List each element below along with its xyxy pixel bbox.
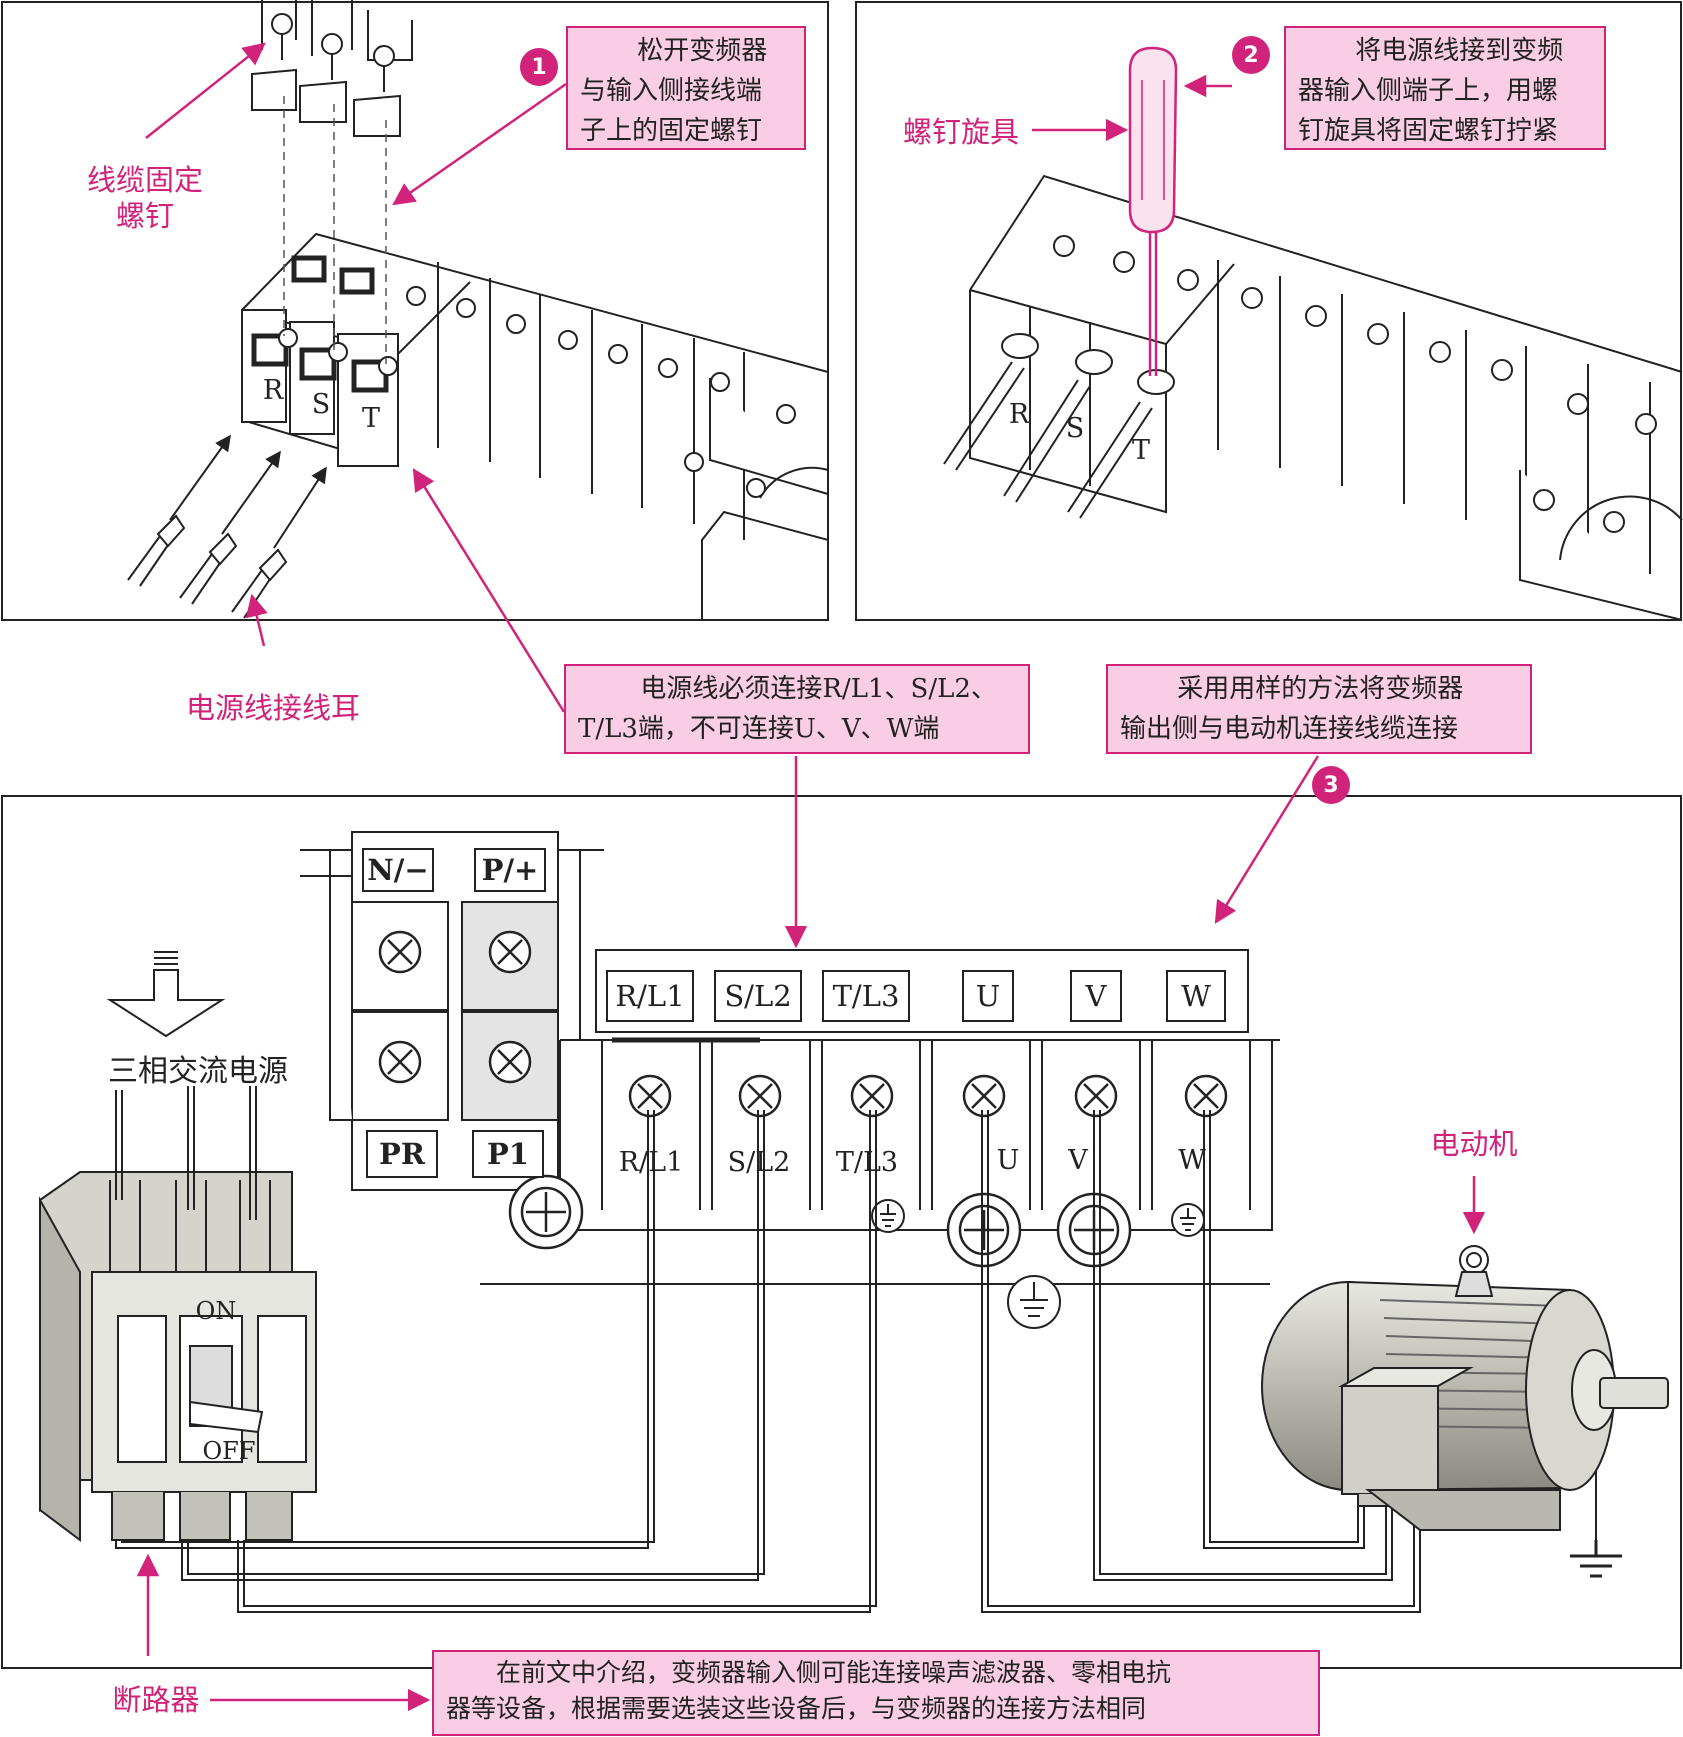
earth-ground-symbol: [1570, 1540, 1622, 1578]
breaker-label: 断路器: [112, 1683, 200, 1717]
motor-label: 电动机: [1430, 1127, 1518, 1161]
upper-label-sl2: S/L2: [714, 970, 802, 1022]
motor-drawing: [1261, 1245, 1669, 1531]
panel1-screw-heads: [278, 286, 796, 498]
step1-badge: 1: [520, 48, 558, 86]
lower-label-sl2: S/L2: [727, 1147, 791, 1178]
step3-badge: 3: [1312, 766, 1350, 804]
step3-note: 采用用样的方法将变频器 输出侧与电动机连接线缆连接: [1106, 664, 1532, 754]
screwdriver-drawing: [1128, 46, 1178, 376]
arrow-input-terminals: [412, 468, 566, 713]
arrow-cable-screw: [145, 42, 266, 139]
screwdriver-label: 螺钉旋具: [902, 115, 1019, 149]
dc-label-n: N/−: [362, 848, 434, 892]
cable-screw-label: 线缆固定 螺钉: [86, 163, 203, 233]
lower-label-v: V: [1068, 1145, 1088, 1176]
panel1-letter-s: S: [311, 389, 331, 420]
annotation-arrows: [136, 42, 1486, 1712]
input-terminal-note: 电源线必须连接R/L1、S/L2、 T/L3端，不可连接U、V、W端: [564, 664, 1030, 754]
lower-label-w: W: [1178, 1145, 1206, 1176]
panel1-dashed-guides: [283, 96, 387, 364]
step2-note: 将电源线接到变频 器输入侧端子上，用螺 钉旋具将固定螺钉拧紧: [1284, 26, 1606, 150]
upper-label-u: U: [962, 970, 1014, 1022]
ac-source-label: 三相交流电源: [108, 1054, 288, 1089]
upper-label-w: W: [1166, 970, 1226, 1022]
circuit-breaker-drawing: [39, 1171, 317, 1542]
panel2-letter-s: S: [1065, 413, 1085, 444]
step1-note: 松开变频器 与输入侧接线端 子上的固定螺钉: [566, 26, 806, 150]
upper-label-tl3: T/L3: [822, 970, 910, 1022]
panel1-letter-r: R: [262, 375, 284, 406]
dc-terminal-screws: [378, 930, 532, 1084]
panel1-terminal-block: [241, 232, 829, 621]
ground-icon: [871, 1199, 1205, 1329]
arrow-step3: [1214, 755, 1320, 924]
arrow-step1: [392, 82, 567, 206]
main-terminal-screws: [628, 1074, 1228, 1118]
panel2-letter-t: T: [1131, 435, 1150, 466]
source-wires: [115, 1086, 257, 1220]
breaker-on-label: ON: [195, 1297, 237, 1325]
panel2-letter-r: R: [1008, 399, 1030, 430]
bottom-note: 在前文中介绍，变频器输入侧可能连接噪声滤波器、零相电抗 器等设备，根据需要选装这…: [432, 1650, 1320, 1736]
panel2-screw-heads: [1053, 235, 1657, 533]
dc-label-pr: PR: [366, 1130, 438, 1178]
panel1-removed-screws: [251, 0, 413, 137]
lug-label: 电源线接线耳: [185, 691, 360, 725]
dc-label-p: P/+: [474, 848, 546, 892]
upper-label-rl1: R/L1: [606, 970, 694, 1022]
upper-label-v: V: [1070, 970, 1122, 1022]
input-wiring: [115, 1110, 877, 1613]
arrow-lug: [245, 593, 268, 647]
panel2-wires-with-lugs: [943, 333, 1175, 519]
lower-label-u: U: [996, 1145, 1020, 1176]
dc-terminal-board: [300, 831, 604, 1191]
panel1-cable-lugs: [127, 514, 288, 619]
breaker-off-label: OFF: [202, 1437, 256, 1465]
panel1-clamp-plates: [251, 255, 389, 393]
lower-label-rl1: R/L1: [618, 1147, 684, 1178]
lower-label-tl3: T/L3: [835, 1147, 899, 1178]
step2-badge: 2: [1232, 36, 1270, 74]
dc-label-p1: P1: [472, 1130, 544, 1178]
ac-source-arrow: [106, 951, 226, 1038]
panel1-insert-arrows: [169, 434, 327, 549]
panel-step1-frame: [1, 1, 829, 621]
panel-step2-frame: [855, 1, 1682, 621]
panel1-letter-t: T: [361, 403, 380, 434]
